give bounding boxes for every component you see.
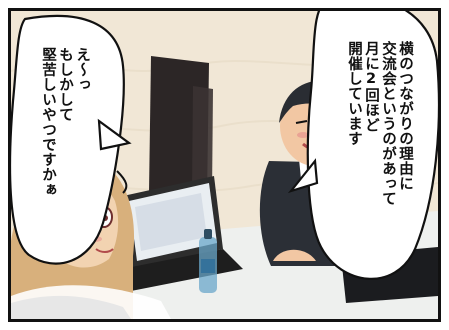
comic-panel: 横のつながりの理由に 交流会というのがあって 月に2回ほど 開催しています え〜…	[8, 8, 441, 322]
speech-bubble-left-tail	[97, 118, 132, 151]
chair-back-center	[192, 86, 213, 196]
scene-illustration	[11, 11, 438, 319]
speech-bubble-left-text: え〜っ もしかして 堅苦しいやつですかぁ	[40, 47, 90, 197]
water-bottle	[199, 229, 217, 293]
speech-bubble-left	[11, 14, 125, 265]
speech-bubble-right-tail	[287, 158, 319, 194]
speech-bubble-right-text: 横のつながりの理由に 交流会というのがあって 月に2回ほど 開催しています	[346, 41, 413, 206]
speech-bubble-right	[306, 11, 438, 280]
